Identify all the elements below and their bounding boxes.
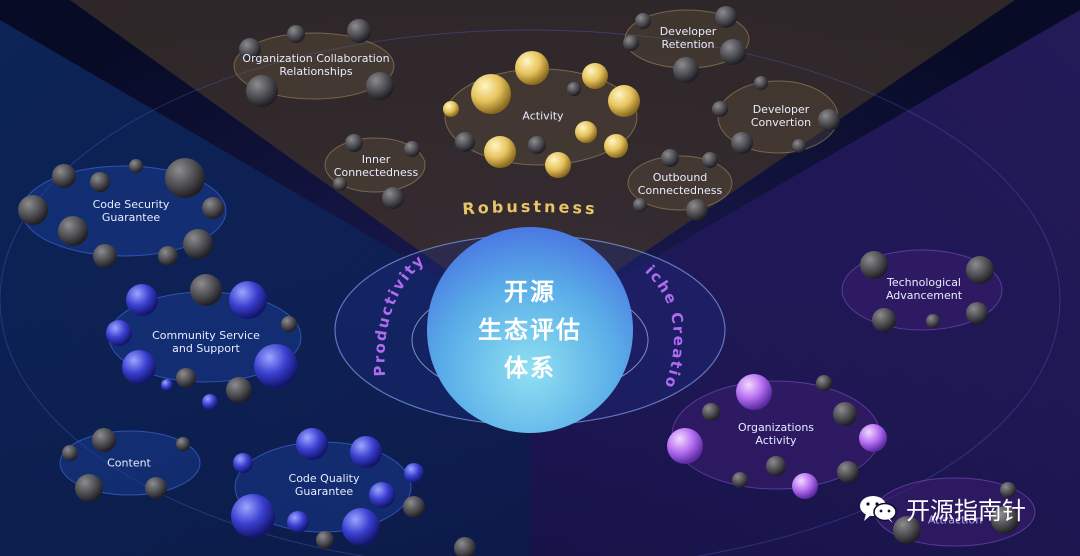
center-title: 开源 生态评估 体系: [478, 273, 582, 387]
center-sphere: [427, 227, 633, 433]
label-activity: Activity: [522, 109, 564, 123]
label-content: Content: [107, 456, 151, 470]
label-org-collab: Organization Collaboration Relationships: [242, 52, 390, 78]
label-outbound-connectedness: Outbound Connectedness: [637, 171, 723, 197]
label-dev-retention: Developer Retention: [659, 25, 717, 51]
label-attraction: Attraction: [927, 513, 983, 527]
label-inner-connectedness: Inner Connectedness: [333, 153, 419, 179]
label-code-security: Code Security Guarantee: [92, 198, 170, 224]
niche-creation-sector: [530, 10, 1080, 556]
label-dev-convertion: Developer Convertion: [750, 103, 812, 129]
label-community-service: Community Service and Support: [152, 329, 260, 355]
arc-label-robustness: Robustness: [462, 197, 599, 218]
label-code-quality: Code Quality Guarantee: [288, 472, 360, 498]
center-title-line-3: 体系: [504, 354, 556, 382]
label-org-activity: Organizations Activity: [737, 421, 815, 447]
wechat-icon: [860, 495, 897, 523]
label-tech-advancement: Technological Advancement: [885, 276, 963, 302]
productivity-sector: [0, 20, 530, 556]
watermark-text: 开源指南针: [906, 497, 1026, 525]
center-title-line-1: 开源: [504, 278, 556, 306]
spheres: [18, 6, 1019, 556]
outer-ring: [0, 29, 1061, 556]
center-title-line-2: 生态评估: [478, 316, 582, 344]
watermark: 开源指南针: [858, 491, 1026, 526]
